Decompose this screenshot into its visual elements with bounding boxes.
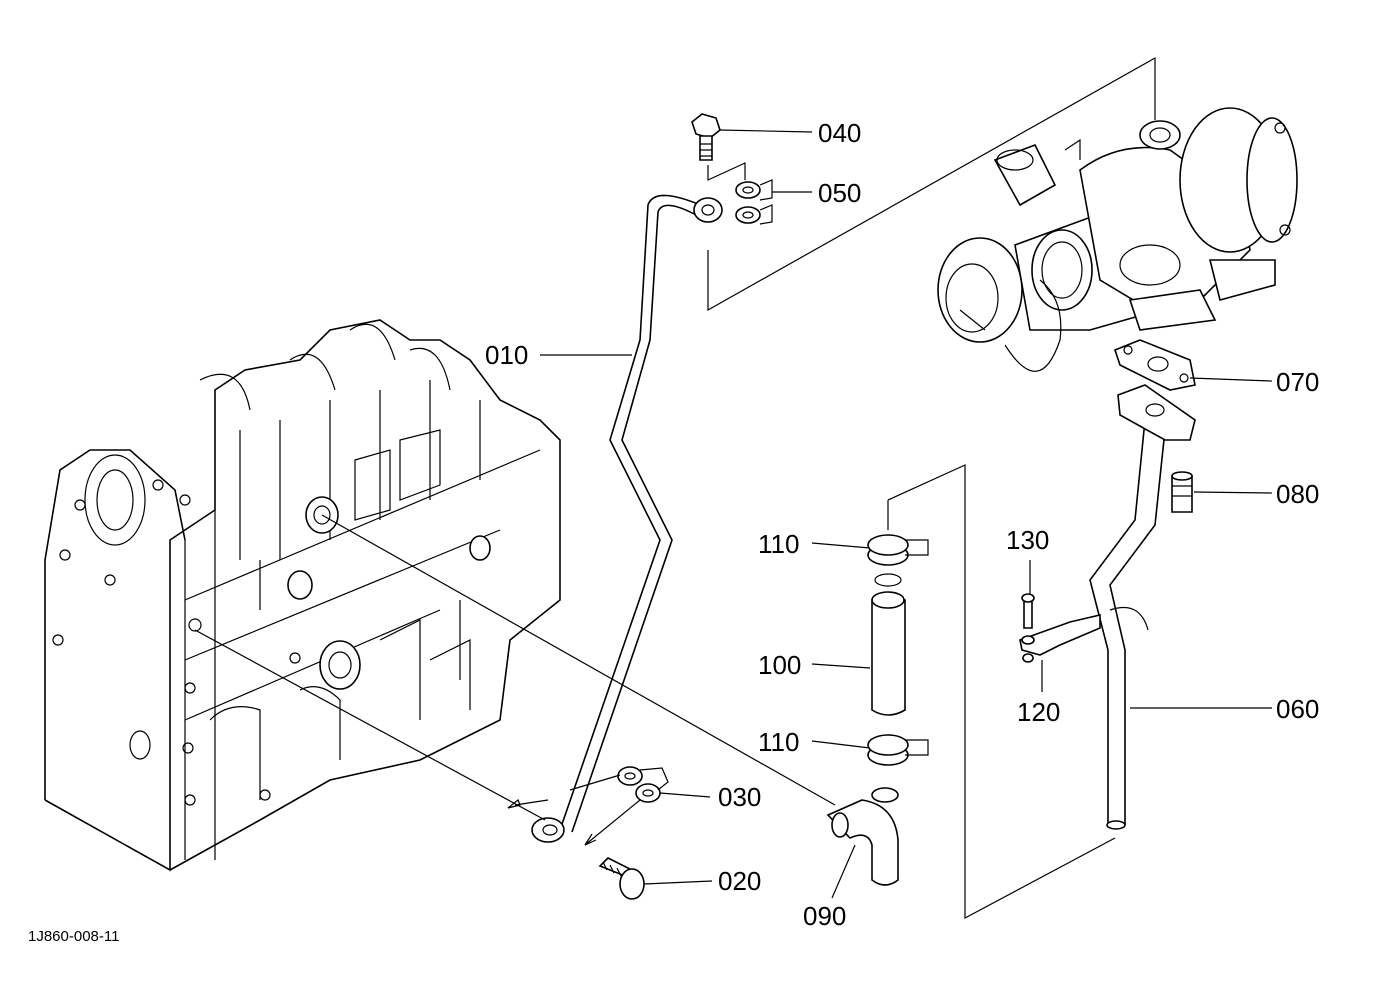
part-label-110-upper: 110: [758, 529, 799, 559]
hose-100-illustration: [871, 591, 906, 716]
bolt-020-illustration: [598, 857, 645, 900]
part-label-130: 130: [1006, 525, 1049, 555]
return-pipe-060-illustration: [1089, 384, 1196, 830]
clamp-110-lower-illustration: [867, 734, 929, 766]
bolt-040-illustration: [691, 113, 721, 161]
part-label-120: 120: [1017, 697, 1060, 727]
part-label-010: 010: [485, 340, 528, 370]
drawing-code: 1J860-008-11: [28, 928, 119, 945]
clamp-120-illustration: [1019, 613, 1101, 663]
engine-block-illustration: [44, 319, 561, 872]
washers-050-illustration: [735, 179, 773, 225]
gasket-070-illustration: [1114, 339, 1196, 391]
fitting-080-illustration: [1171, 471, 1193, 513]
part-label-070: 070: [1276, 367, 1319, 397]
turbocharger-illustration: [937, 107, 1298, 372]
bolt-130-illustration: [1021, 593, 1035, 629]
part-label-100: 100: [758, 650, 801, 680]
elbow-hose-090-illustration: [826, 787, 899, 886]
part-label-080: 080: [1276, 479, 1319, 509]
part-label-110-lower: 110: [758, 727, 799, 757]
part-label-040: 040: [818, 118, 861, 148]
part-label-030: 030: [718, 782, 761, 812]
washers-030-illustration: [617, 766, 669, 803]
part-label-060: 060: [1276, 694, 1319, 724]
oil-pipe-010-illustration: [531, 194, 723, 843]
part-label-020: 020: [718, 866, 761, 896]
part-label-050: 050: [818, 178, 861, 208]
part-label-090: 090: [803, 901, 846, 931]
clamp-110-upper-illustration: [867, 534, 929, 587]
